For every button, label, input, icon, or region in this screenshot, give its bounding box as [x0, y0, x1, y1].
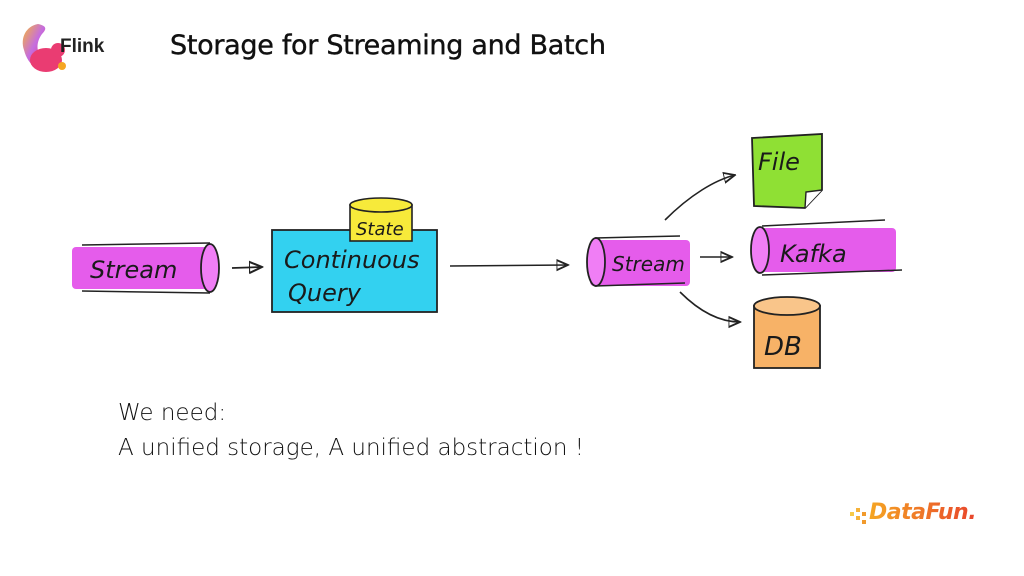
arrow-to-file — [664, 175, 735, 221]
continuous-query: Continuous Query — [271, 229, 438, 313]
datafun-dots-icon — [850, 508, 866, 524]
continuous-query-label-2: Query — [288, 279, 362, 307]
source-stream-body — [72, 247, 212, 289]
continuous-query-box — [271, 229, 438, 313]
body-line-2: A unified storage, A unified abstraction… — [118, 435, 584, 461]
file-sink: File — [751, 133, 823, 209]
squirrel-logo-icon — [22, 24, 66, 72]
continuous-query-label-1: Continuous — [284, 246, 420, 274]
kafka-body — [756, 228, 896, 272]
arrow-source-to-query — [231, 267, 262, 268]
output-stream-end — [586, 237, 606, 287]
kafka-label: Kafka — [780, 240, 847, 268]
db-label: DB — [764, 332, 802, 362]
file-label: File — [758, 148, 800, 176]
page-title: Storage for Streaming and Batch — [170, 30, 606, 61]
state-cylinder: State — [349, 197, 413, 242]
kafka-end — [750, 226, 770, 274]
datafun-logo-text: DataFun. — [869, 500, 977, 525]
arrow-to-db — [679, 291, 740, 322]
output-stream-label: Stream — [612, 252, 685, 276]
body-line-1: We need: — [118, 400, 227, 426]
source-stream-label: Stream — [90, 256, 177, 284]
output-stream-body — [590, 240, 690, 286]
source-stream-end — [200, 243, 220, 293]
kafka-sink: Kafka — [750, 219, 903, 276]
source-stream: Stream — [72, 242, 220, 294]
body-text: We need: A unified storage, A unified ab… — [118, 396, 584, 466]
flink-logo-text: Flink — [60, 36, 105, 57]
db-cylinder — [753, 305, 821, 369]
arrow-query-to-stream — [449, 265, 568, 266]
output-stream: Stream — [586, 235, 690, 287]
state-label: State — [356, 219, 404, 240]
db-sink: DB — [753, 296, 821, 369]
